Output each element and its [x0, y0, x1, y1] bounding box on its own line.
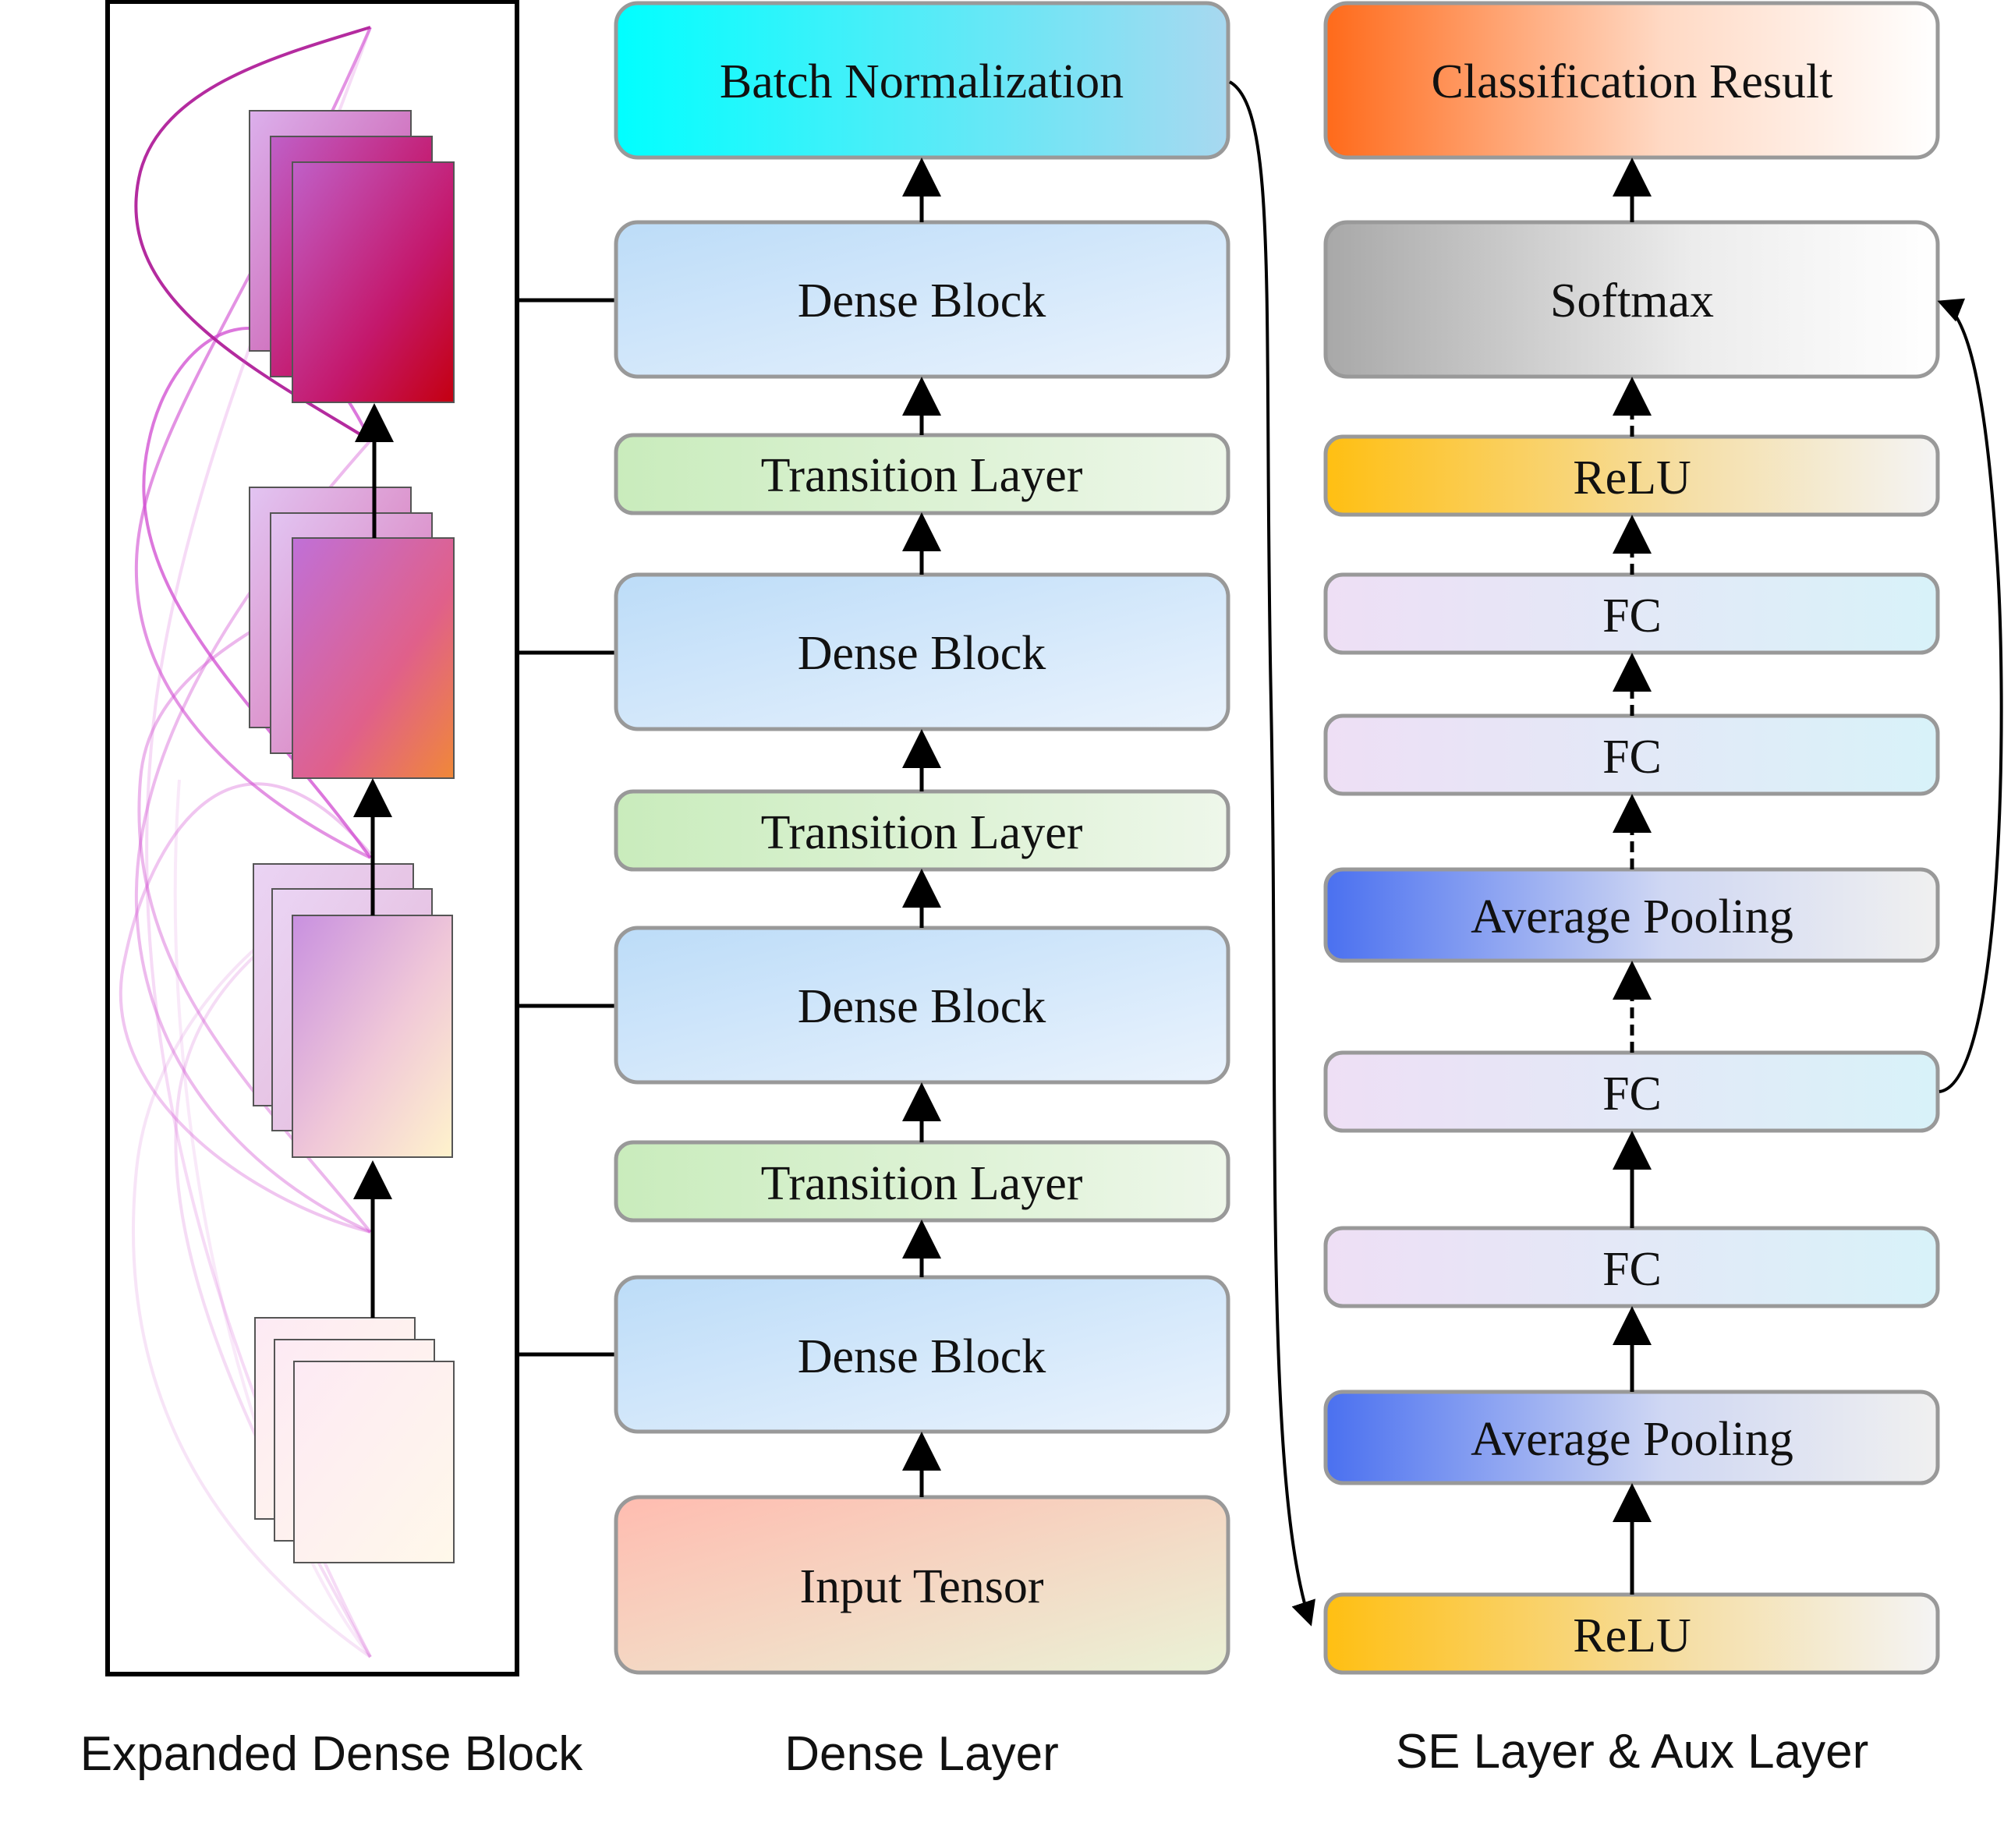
- feature-map-stack-1: [254, 1317, 455, 1563]
- node-transition-layer-2: Transition Layer: [614, 789, 1230, 872]
- bn-to-relu-arrow: [1229, 80, 1315, 1627]
- caption-expanded-dense-block: Expanded Dense Block: [80, 1727, 584, 1781]
- feature-map-stack-2: [253, 863, 453, 1158]
- dense-layer-column: Batch Normalization Dense Block Transiti…: [614, 1, 1230, 1675]
- node-batch-normalization: Batch Normalization: [614, 1, 1230, 160]
- node-label: Average Pooling: [1471, 890, 1793, 943]
- node-label: Transition Layer: [761, 806, 1083, 859]
- expanded-dense-block: [105, 0, 616, 1676]
- node-label: Input Tensor: [799, 1560, 1043, 1613]
- node-dense-block-4: Dense Block: [614, 220, 1230, 379]
- expanded-block-arrows: [353, 403, 394, 1318]
- node-average-pooling-2: Average Pooling: [1323, 867, 1940, 963]
- node-fc-1: FC: [1323, 1226, 1940, 1308]
- node-label: Dense Block: [798, 274, 1046, 327]
- node-relu-1: ReLU: [1323, 1592, 1940, 1675]
- node-label: Dense Block: [798, 627, 1046, 680]
- node-label: FC: [1602, 731, 1662, 784]
- node-fc-3: FC: [1323, 713, 1940, 796]
- feature-map-stack-4: [249, 110, 455, 403]
- fc-to-softmax-arrow: [1937, 298, 2003, 1093]
- node-label: FC: [1602, 1067, 1662, 1120]
- node-label: Transition Layer: [761, 449, 1083, 502]
- se-aux-column: Classification Result Softmax ReLU FC FC…: [1323, 1, 2003, 1675]
- node-label: Softmax: [1550, 274, 1714, 327]
- node-label: Transition Layer: [761, 1157, 1083, 1210]
- node-label: Average Pooling: [1471, 1413, 1793, 1466]
- caption-dense-layer: Dense Layer: [784, 1727, 1059, 1781]
- node-transition-layer-3: Transition Layer: [614, 433, 1230, 515]
- expanded-block-connectors: [517, 298, 616, 1357]
- node-fc-4: FC: [1323, 572, 1940, 655]
- node-softmax: Softmax: [1323, 220, 1940, 379]
- node-input-tensor: Input Tensor: [614, 1495, 1230, 1675]
- node-label: Batch Normalization: [720, 55, 1124, 108]
- node-average-pooling-1: Average Pooling: [1323, 1390, 1940, 1485]
- caption-se-aux-layer: SE Layer & Aux Layer: [1396, 1725, 1869, 1779]
- node-label: Dense Block: [798, 1330, 1046, 1383]
- feature-map-stack-3: [249, 487, 455, 779]
- node-transition-layer-1: Transition Layer: [614, 1140, 1230, 1223]
- node-label: ReLU: [1573, 451, 1691, 504]
- node-label: FC: [1602, 1243, 1662, 1296]
- expanded-block-frame: [105, 0, 519, 1676]
- node-label: Dense Block: [798, 980, 1046, 1033]
- node-dense-block-2: Dense Block: [614, 926, 1230, 1085]
- node-label: ReLU: [1573, 1609, 1691, 1662]
- node-dense-block-3: Dense Block: [614, 572, 1230, 731]
- node-dense-block-1: Dense Block: [614, 1275, 1230, 1434]
- node-label: Classification Result: [1432, 55, 1833, 108]
- node-classification-result: Classification Result: [1323, 1, 1940, 160]
- node-fc-2: FC: [1323, 1050, 1940, 1133]
- node-relu-2: ReLU: [1323, 434, 1940, 517]
- node-label: FC: [1602, 589, 1662, 643]
